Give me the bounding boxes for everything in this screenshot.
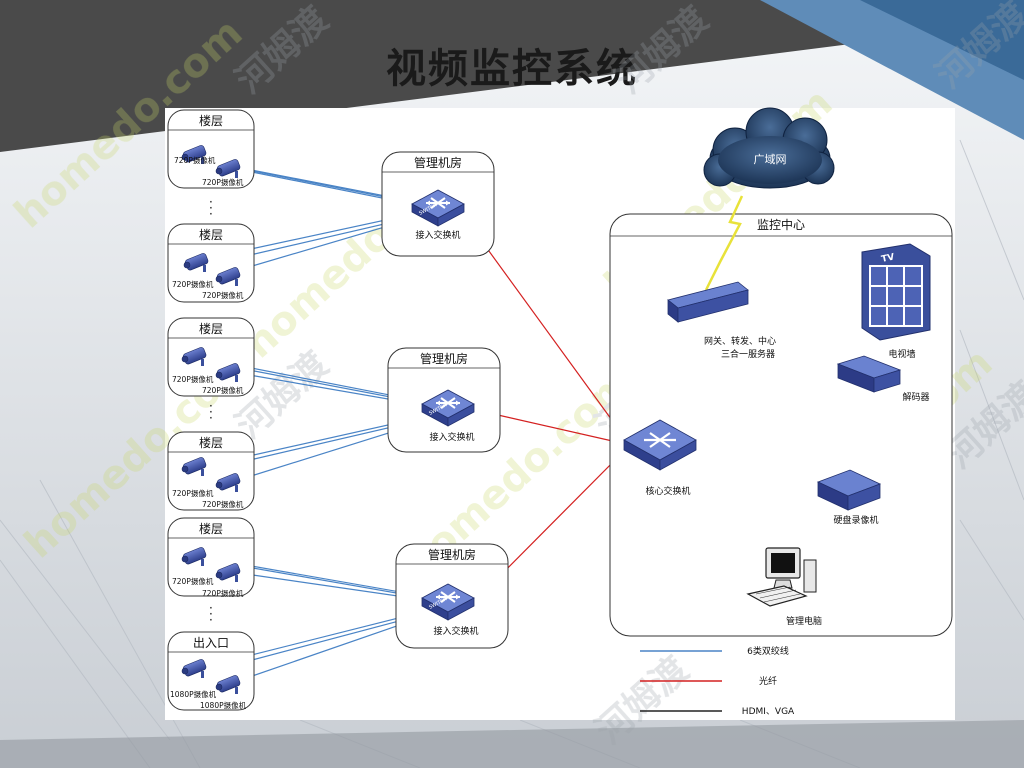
pc-label: 管理电脑 [786, 615, 822, 627]
svg-text:·: · [209, 207, 213, 221]
access-switch-label: 接入交换机 [433, 625, 478, 637]
camera-label: 720P摄像机 [174, 155, 216, 165]
ellipsis-vertical: · [209, 195, 213, 209]
svg-text:河姆渡: 河姆渡 [609, 0, 717, 102]
nvr-label: 硬盘录像机 [833, 514, 878, 526]
nvr-icon [816, 469, 882, 511]
core-switch-label: 核心交换机 [645, 485, 690, 497]
svg-text:河姆渡: 河姆渡 [929, 0, 1024, 97]
group-2: 楼层 720P摄像机 720P摄像机 · · · 楼层 720P摄像机 720P… [167, 317, 501, 511]
area-title: 出入口 [193, 636, 229, 650]
svg-text:·: · [209, 405, 213, 419]
camera-label: 720P摄像机 [172, 279, 214, 289]
legend-label: 光纤 [759, 675, 777, 687]
tv-wall-label: 电视墙 [888, 348, 915, 360]
camera-label: 720P摄像机 [172, 374, 214, 384]
switch-room-title: 管理机房 [428, 547, 476, 562]
camera-label: 720P摄像机 [172, 488, 214, 498]
ellipsis-vertical: · [209, 601, 213, 615]
svg-text:河姆渡: 河姆渡 [229, 0, 337, 102]
area-title: 楼层 [199, 113, 223, 128]
legend: 6类双绞线 光纤 HDMI、VGA [640, 645, 795, 717]
switch-room-title: 管理机房 [414, 155, 462, 170]
access-switch-label: 接入交换机 [415, 229, 460, 241]
ellipsis-vertical: · [209, 399, 213, 413]
svg-text:·: · [209, 607, 213, 621]
svg-text:·: · [209, 613, 213, 627]
area-box [167, 223, 255, 303]
center-title: 监控中心 [757, 217, 805, 232]
legend-label: HDMI、VGA [742, 707, 795, 717]
page-title: 视频监控系统 [386, 46, 638, 92]
wireless-link-icon [704, 195, 744, 291]
area-box [167, 431, 255, 511]
decoder-icon [836, 355, 902, 393]
area-box [167, 517, 255, 597]
area-box [167, 317, 255, 397]
server-label-line1: 网关、转发、中心 [704, 335, 776, 347]
legend-label: 6类双绞线 [747, 645, 789, 657]
monitoring-center: 监控中心 广域网 网关、转发、中心 三合一服务器 [609, 107, 953, 637]
camera-label: 1080P摄像机 [170, 689, 217, 699]
pc-icon [746, 547, 817, 607]
area-title: 楼层 [199, 435, 223, 450]
camera-label: 720P摄像机 [202, 290, 244, 300]
group-3: 楼层 720P摄像机 720P摄像机 · · · 出入口 1080P摄像机 10… [167, 517, 509, 711]
access-switch-label: 接入交换机 [429, 431, 474, 443]
camera-label: 720P摄像机 [202, 385, 244, 395]
area-title: 楼层 [199, 321, 223, 336]
area-box [167, 631, 255, 711]
decoder-label: 解码器 [902, 391, 929, 403]
wan-cloud-icon [703, 107, 835, 189]
area-title: 楼层 [199, 521, 223, 536]
server-label-line2: 三合一服务器 [721, 348, 775, 360]
area-title: 楼层 [199, 227, 223, 242]
camera-label: 720P摄像机 [202, 588, 244, 598]
camera-label: 720P摄像机 [202, 177, 244, 187]
core-switch-icon [623, 419, 697, 471]
svg-text:·: · [209, 201, 213, 215]
group-1: 楼层 720P摄像机 720P摄像机 · · · 楼层 720P摄像机 720P… [167, 109, 495, 303]
camera-label: 1080P摄像机 [200, 700, 247, 710]
switch-room-title: 管理机房 [420, 351, 468, 366]
svg-text:·: · [209, 411, 213, 425]
tv-wall-icon [861, 243, 931, 341]
tv-badge: TV [881, 252, 896, 265]
wan-label: 广域网 [754, 153, 787, 166]
camera-label: 720P摄像机 [172, 576, 214, 586]
camera-label: 720P摄像机 [202, 499, 244, 509]
